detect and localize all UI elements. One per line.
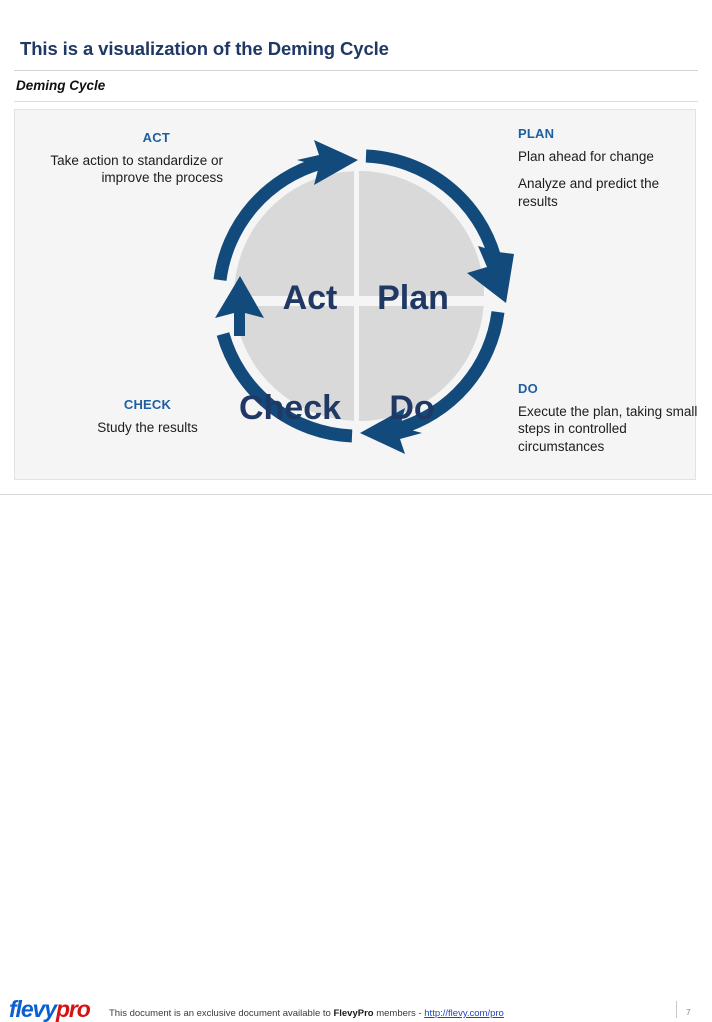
annotation-plan: PLAN Plan ahead for change Analyze and p… <box>518 126 698 210</box>
annotation-check: CHECK Study the results <box>40 397 255 436</box>
cycle-quadrant-shapes <box>234 171 484 421</box>
footer-link[interactable]: http://flevy.com/pro <box>424 1008 504 1019</box>
arrowhead-check-to-act <box>215 276 264 336</box>
quadrant-label-check[interactable]: Check <box>239 389 341 427</box>
annotation-do: DO Execute the plan, taking small steps … <box>518 381 700 455</box>
annotation-check-body: Study the results <box>97 420 198 435</box>
footer-note-middle: members - <box>373 1008 425 1019</box>
arrowhead-act-to-plan <box>297 140 358 185</box>
quadrant-plan-shape[interactable] <box>234 171 484 421</box>
slide-canvas: This is a visualization of the Deming Cy… <box>0 38 712 1021</box>
footer-note: This document is an exclusive document a… <box>109 1008 504 1019</box>
page-title: This is a visualization of the Deming Cy… <box>20 38 389 59</box>
quadrant-label-plan[interactable]: Plan <box>377 279 449 317</box>
quadrant-label-act[interactable]: Act <box>283 279 338 317</box>
arrowhead-do-to-check <box>360 408 422 454</box>
cycle-arrowheads <box>215 140 514 454</box>
flevypro-logo[interactable]: flevypro <box>9 996 91 1022</box>
footer-note-brand: FlevyPro <box>333 1008 374 1019</box>
annotation-plan-body-1: Plan ahead for change <box>518 149 654 164</box>
quadrant-label-do[interactable]: Do <box>389 389 434 427</box>
logo-text-flevy: flevy <box>9 996 57 1022</box>
arrow-arc-check <box>216 332 353 443</box>
title-divider <box>14 70 698 71</box>
annotation-act-heading: ACT <box>142 130 170 145</box>
content-panel <box>14 109 696 480</box>
annotation-plan-body-2: Analyze and predict the results <box>518 176 660 209</box>
footer-divider-line <box>0 494 712 495</box>
quadrant-do-shape[interactable] <box>234 171 484 421</box>
footer-bar: flevypro This document is an exclusive d… <box>0 495 712 1021</box>
page-number: 7 <box>686 1007 691 1017</box>
arrow-arc-plan <box>365 149 502 260</box>
arrow-arc-act <box>213 156 323 281</box>
annotation-do-heading: DO <box>518 381 538 396</box>
annotation-act: ACT Take action to standardize or improv… <box>8 130 223 187</box>
footer-note-prefix: This document is an exclusive document a… <box>109 1008 334 1019</box>
annotation-do-body: Execute the plan, taking small steps in … <box>518 404 698 454</box>
quadrant-act-shape[interactable] <box>234 171 484 421</box>
section-label: Deming Cycle <box>16 78 106 93</box>
logo-text-pro: pro <box>55 996 91 1022</box>
cycle-arrows <box>213 149 505 443</box>
arrowhead-plan-to-do <box>467 246 514 303</box>
annotation-check-heading: CHECK <box>123 397 172 412</box>
section-divider <box>14 101 698 102</box>
annotation-act-body: Take action to standardize or improve th… <box>50 153 223 186</box>
footer-pagenum-divider <box>676 1001 677 1018</box>
quadrant-check-shape[interactable] <box>234 171 484 421</box>
annotation-plan-heading: PLAN <box>518 126 555 141</box>
arrow-arc-do <box>395 311 505 436</box>
deming-cycle-diagram: Act Plan Check Do <box>190 136 530 466</box>
